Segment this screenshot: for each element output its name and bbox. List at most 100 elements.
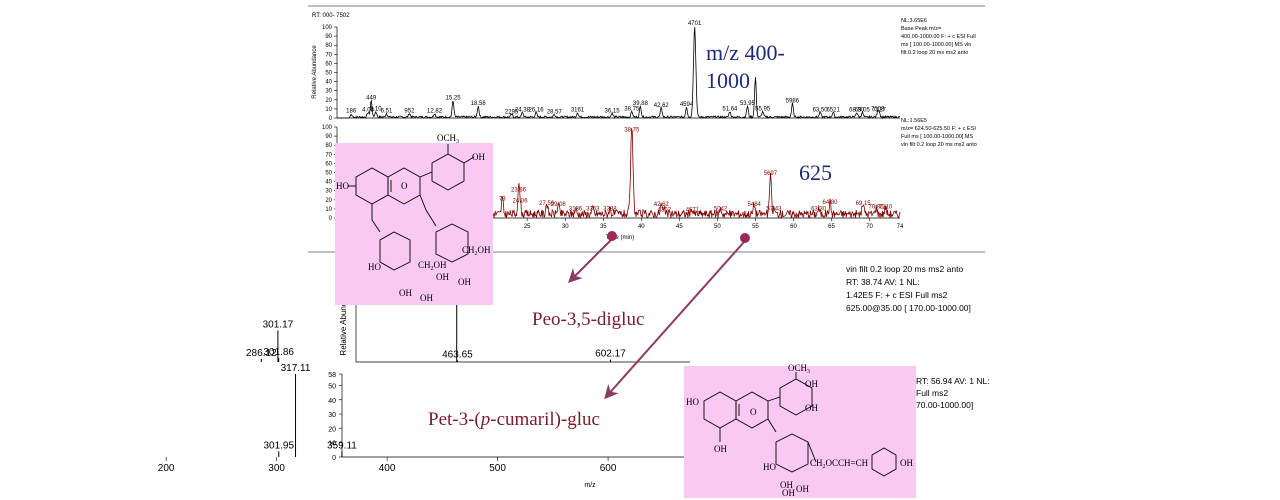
y-tick-label: 30 [325,89,332,95]
peak-label: 5484 [748,202,762,208]
o-plus-label: O [401,181,408,191]
peak-label: 4594 [680,102,694,108]
ho-sugar-label: HO [368,262,381,272]
peak-label: 39.88 [633,101,649,107]
y-tick-label: 80 [325,143,332,149]
peak-label: 36.15 [605,108,621,114]
peak-label: 286.12 [246,348,277,359]
peak-label: 952 [404,108,415,114]
x-tick-label: 55 [752,224,759,230]
o-plus-label: O [750,407,757,417]
oh-label: OH [472,152,485,162]
peak-label: 7210 [879,205,893,211]
oh-a-label: OH [714,444,727,454]
oh-sugar-label-1: OH [436,272,449,282]
y-tick-label: 20 [328,426,336,433]
peak-label: 24.06 [513,198,529,204]
x-tick-label: 70 [866,224,873,230]
y-axis-label: Relative Abundance [312,45,318,99]
peak-label: 3388 [603,207,617,213]
peak-label: 69.15 [856,201,872,207]
info-line: NL:1.56E5 [901,118,927,124]
peak-label: 301.95 [263,440,294,451]
peak-label: 7127 [873,107,887,113]
y-tick-label: 90 [325,34,332,40]
structure-peonidin: OCH3 OH HO O CH2OH CH2OH HO OH OH OH OH [335,133,493,305]
peak-label: 7108 [871,107,885,113]
info-line: vin filt 0.2 loop 20 ms ms2 anto [901,142,977,148]
x-tick-label: 45 [676,224,683,230]
y-tick-label: 0 [332,455,336,462]
peak-label: 63.50 [813,107,829,113]
x-tick-label: 400 [379,463,396,474]
info-line: ms [ 100.00-1000.00] MS vin [901,42,971,48]
peak-label: 301.17 [263,319,294,330]
oh-label-1: OH [805,379,818,389]
peak-label: 69.05 [855,107,871,113]
ho-label: HO [686,397,699,407]
y-tick-label: 40 [325,80,332,86]
x-tick-label: 40 [638,224,645,230]
oh-sugar-label-2: OH [458,277,471,287]
peak-label: 186 [346,108,357,114]
arrow-origin-dot-1 [607,231,617,241]
info-line: NL:3.65E6 [901,18,927,24]
arrow-peonidin [568,239,612,283]
x-tick-group: 200300400500600700 [158,457,727,474]
ho-sugar-label: HO [763,462,776,472]
peak-label: 6.51 [381,108,393,114]
y-tick-label: 20 [325,98,332,104]
peak-label: 602.17 [595,349,626,360]
och3-label: OCH3 [437,133,459,145]
peak-label: 5697 [764,171,778,177]
y-tick-label: 20 [325,198,332,204]
peak-label: 359.11 [327,440,357,451]
y-tick-label: 50 [328,383,336,390]
mz-range-annotation: m/z 400- [706,40,785,65]
peak-label: 24.38 [515,107,531,113]
y-tick-label: 0 [329,216,333,222]
y-tick-label: 0 [329,116,333,122]
ch2oh-label-1: CH2OH [462,245,491,257]
peak-label: 28.57 [547,109,563,115]
peak-label: 317.11 [281,363,311,374]
info-line: m/z= 624.50-625.50 F: + c ESI [901,126,976,132]
info-line: 625.00@35.00 [ 170.00-1000.00] [846,303,971,313]
peak-label: 29.08 [551,202,567,208]
peak-label: 5.10 [370,107,382,113]
ester-label: CH2OCCH=CH [810,458,869,470]
y-tick-label: 50 [325,71,332,77]
y-tick-label: 100 [322,125,333,131]
peak-label: 23.86 [511,187,527,193]
y-tick-label: 58 [328,372,336,379]
arrow-petunidin [604,241,745,400]
peak-label: 57.43 [766,207,782,213]
peak-label: 5042 [714,207,728,213]
peak-label: 51.64 [722,107,738,113]
y-tick-label: 90 [325,134,332,140]
compound-petunidin: Pet-3-(p-cumaril)-gluc [428,409,600,430]
peak-label: 463.65 [442,349,473,360]
y-axis-label: Relative Abundance [339,284,348,356]
peak-label: 73 [499,197,506,203]
y-tick-label: 50 [325,171,332,177]
peak-label: 449 [366,96,377,102]
arrow-origin-dot-2 [740,233,750,243]
oh-end-label: OH [900,458,913,468]
rt-range-label: RT: 000- 7502 [312,13,350,19]
peak-label: 12.82 [427,108,443,114]
peak-label: 55.95 [755,107,771,113]
peak-label: 6521 [826,107,840,113]
y-tick-label: 30 [328,412,336,419]
y-tick-label: 30 [325,189,332,195]
panel-base-peak: Relative Abundance 010203040506070809010… [312,18,976,122]
peak-label: 68.30 [849,107,865,113]
peak-label: 3136 [569,207,583,213]
ch2oh-label-2: CH2OH [418,260,447,272]
